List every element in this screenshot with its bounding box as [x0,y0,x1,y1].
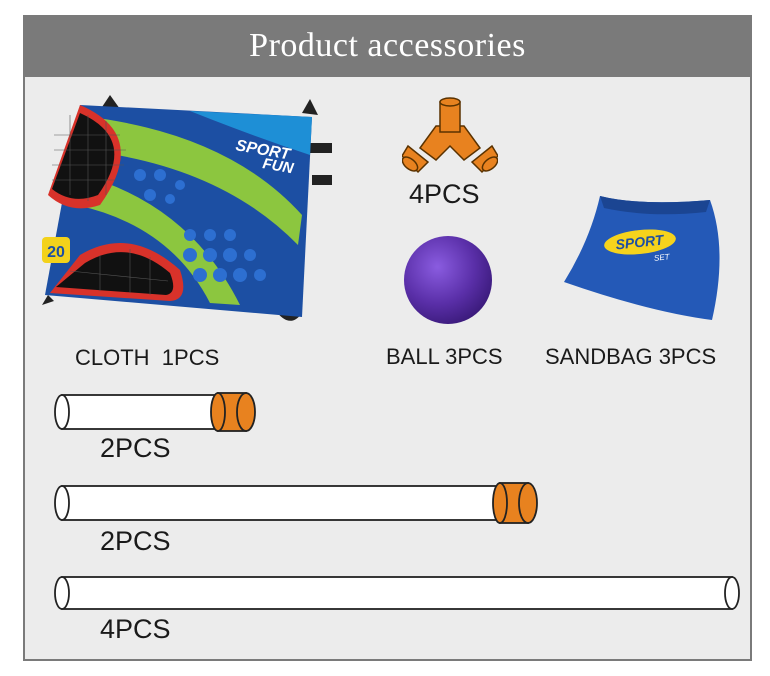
tube-long-image [54,576,740,610]
cloth-print-line2: FUN [261,155,295,177]
sandbag-print-text: SPORT [615,231,666,252]
tube-short-label: 2PCS [100,433,171,463]
connector-image [402,97,498,174]
ball-image [404,236,492,324]
page-title: Product accessories [249,27,526,64]
connector-label: 4PCS [409,179,480,209]
tube-long-label: 4PCS [100,614,171,644]
cloth-label: CLOTH 1PCS [75,345,220,370]
ball-label: BALL 3PCS [386,344,503,369]
cloth-print-number: 20 [47,244,65,261]
cloth-image: 20 SPORT FUN [42,95,332,321]
tube-medium-label: 2PCS [100,526,171,556]
sandbag-label: SANDBAG 3PCS [545,344,717,369]
header-bar: Product accessories [23,15,752,77]
tube-medium-image [54,482,538,524]
tube-short-image [54,392,256,432]
sandbag-print-subtext: SET [654,252,672,263]
sandbag-image: SPORT SET [564,196,720,320]
